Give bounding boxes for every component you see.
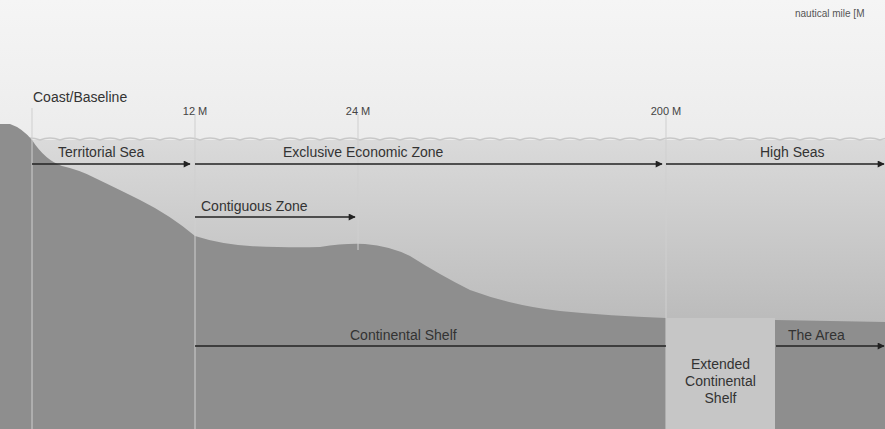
zone-arrow	[666, 163, 884, 164]
zone-arrow	[776, 345, 884, 346]
zone-label: The Area	[788, 327, 845, 343]
distance-marker: 12 M	[183, 105, 207, 117]
distance-marker: 24 M	[346, 105, 370, 117]
band-label: Extended Continental Shelf	[666, 356, 775, 407]
zone-arrow	[32, 163, 190, 164]
zone-boundaries	[32, 108, 666, 429]
baseline-line	[32, 108, 33, 429]
zone-arrow	[195, 163, 662, 164]
seabed	[0, 124, 885, 429]
zone-label: Contiguous Zone	[201, 198, 308, 214]
axis-label: Coast/Baseline	[33, 89, 127, 105]
boundary-line	[195, 114, 196, 429]
sky	[0, 0, 885, 140]
zone-label: Continental Shelf	[350, 327, 457, 343]
wave-line	[0, 138, 885, 140]
zone-label: High Seas	[760, 144, 825, 160]
distance-marker: 200 M	[651, 105, 682, 117]
boundary-line	[358, 114, 359, 250]
zone-label: Exclusive Economic Zone	[283, 144, 443, 160]
zone-label: Territorial Sea	[58, 144, 144, 160]
shelf-band: Extended Continental Shelf	[666, 318, 775, 429]
zone-arrow	[195, 216, 355, 217]
axis-label: nautical mile [M	[795, 8, 864, 20]
